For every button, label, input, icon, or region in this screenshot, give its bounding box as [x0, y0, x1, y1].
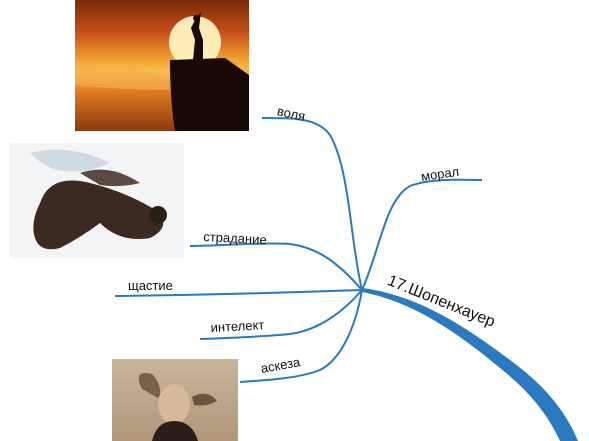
branch-line-stradanie	[189, 242, 363, 291]
branch-label-intelekt[interactable]: интелект	[210, 317, 265, 335]
branch-line-intelekt	[199, 289, 363, 340]
monk-portrait-icon	[138, 373, 217, 441]
branch-label-shtastie[interactable]: щастие	[128, 278, 173, 293]
branch-line-askeza	[239, 289, 363, 383]
branch-line-moral	[361, 178, 483, 291]
crouching-figure-icon	[30, 149, 167, 250]
branch-label-stradanie[interactable]: страдание	[202, 229, 268, 248]
branch-line-shtastie	[114, 289, 363, 297]
branch-image-volya	[75, 0, 249, 131]
branch-image-askeza	[112, 359, 238, 441]
branch-image-stradanie	[10, 143, 184, 258]
branch-line-volya	[261, 117, 363, 291]
central-trunk	[362, 288, 578, 441]
sunset-silhouette-icon	[75, 12, 249, 131]
